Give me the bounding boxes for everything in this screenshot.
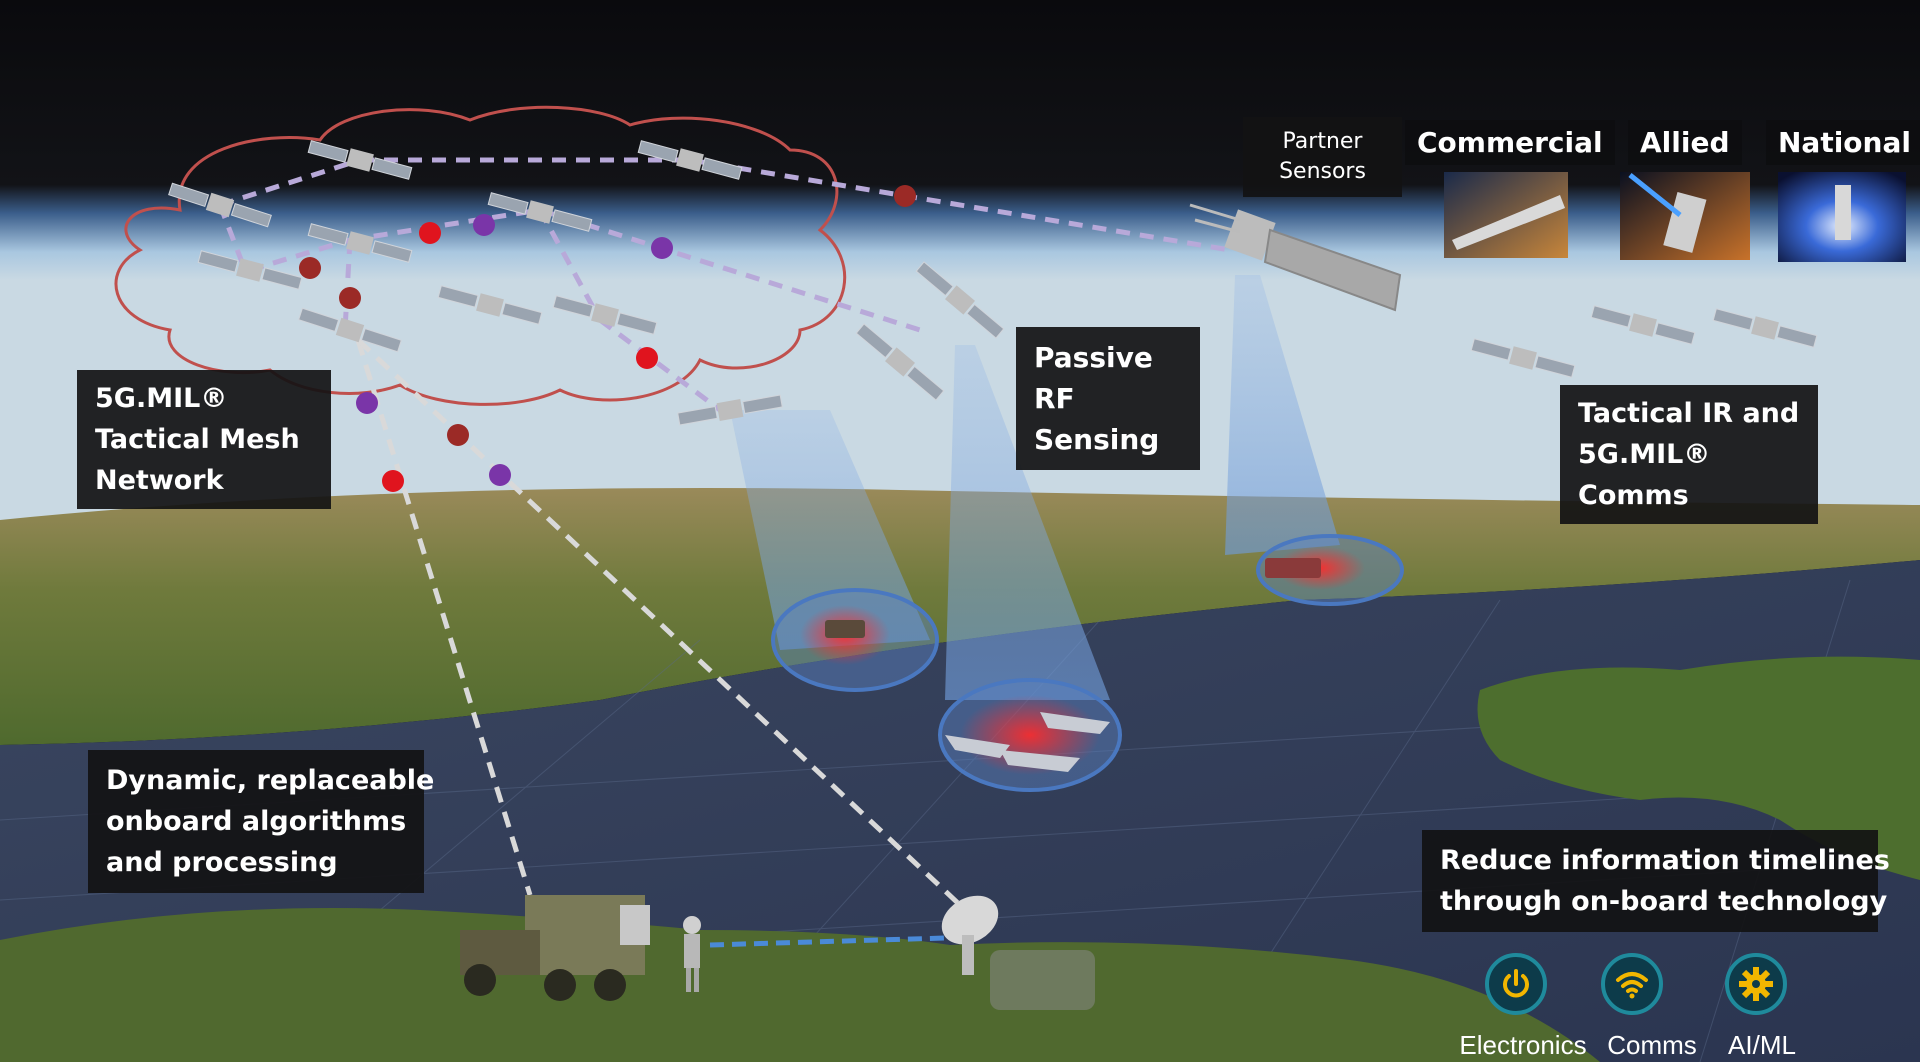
partner-sensors-label: Partner Sensors (1243, 117, 1402, 197)
mesh-network-cloud (114, 105, 847, 406)
mesh-links (217, 157, 1231, 412)
satellite (307, 140, 413, 180)
partner-sensors-line-1: Partner (1282, 129, 1363, 154)
target-vehicle-zone (771, 588, 939, 692)
mesh-network-line-2: Tactical Mesh (95, 424, 300, 455)
coast-bottom (0, 908, 1600, 1062)
satellite (855, 323, 945, 401)
source-label-allied: Allied (1628, 120, 1742, 165)
tactical-ir-line-2: 5G.MIL® (1578, 439, 1711, 470)
satellite-constellation (168, 140, 1818, 426)
satellite (168, 182, 272, 228)
satellite (915, 261, 1005, 339)
partner-sensor-satellite (1189, 203, 1402, 312)
passive-rf-line-2: RF (1034, 382, 1075, 415)
node-dot (356, 392, 378, 414)
power-icon (1485, 953, 1547, 1015)
beam-partner (1225, 275, 1340, 555)
node-dot (894, 185, 916, 207)
dynamic-algorithms-line-2: onboard algorithms (106, 806, 407, 837)
beam-rf (945, 345, 1110, 700)
node-dot (473, 214, 495, 236)
wifi-icon (1601, 953, 1663, 1015)
dynamic-algorithms-label: Dynamic, replaceable onboard algorithms … (88, 750, 435, 893)
gear-icon (1725, 953, 1787, 1015)
reduce-timelines-label: Reduce information timelines through on-… (1422, 830, 1890, 932)
satellite (197, 250, 303, 290)
thumb-allied (1620, 172, 1750, 260)
source-label-commercial: Commercial (1405, 120, 1615, 165)
satellite (487, 192, 593, 232)
satellite (1470, 338, 1576, 378)
mesh-network-line-3: Network (95, 465, 224, 496)
tactical-ir-line-3: Comms (1578, 480, 1689, 511)
reduce-timelines-line-2: through on-board technology (1440, 886, 1888, 917)
ground-dish-station (941, 895, 1095, 1010)
mesh-network-label: 5G.MIL® Tactical Mesh Network (77, 370, 331, 509)
satellite (1590, 305, 1696, 345)
tactical-ir-label: Tactical IR and 5G.MIL® Comms (1560, 385, 1818, 524)
satellite (552, 295, 658, 335)
thumb-national (1778, 172, 1906, 262)
node-dot (636, 347, 658, 369)
passive-rf-line-1: Passive (1034, 341, 1153, 374)
node-dot (382, 470, 404, 492)
node-dot (651, 237, 673, 259)
node-dot (447, 424, 469, 446)
target-truck-zone (1256, 534, 1404, 606)
ground-station-link (709, 935, 946, 948)
capability-label-comms: Comms (1607, 1030, 1697, 1060)
satellite (307, 223, 413, 263)
partner-sensors-line-2: Sensors (1279, 159, 1366, 184)
island-right (1477, 656, 1920, 880)
node-dot (489, 464, 511, 486)
node-dot (299, 257, 321, 279)
reduce-timelines-line-1: Reduce information timelines (1440, 845, 1890, 876)
mesh-nodes (299, 185, 916, 492)
passive-rf-label: Passive RF Sensing (1016, 327, 1200, 470)
source-label-national: National (1766, 120, 1920, 165)
mesh-network-line-1: 5G.MIL® (95, 383, 228, 414)
target-ships-zone (938, 678, 1122, 792)
soldier-figure (683, 916, 701, 992)
satellite (1712, 308, 1818, 348)
satellite (637, 140, 743, 180)
dynamic-algorithms-line-1: Dynamic, replaceable (106, 765, 435, 796)
tactical-ir-line-1: Tactical IR and (1578, 398, 1800, 429)
ground-truck (460, 895, 650, 1001)
beam-passive (730, 410, 930, 650)
thumb-commercial (1444, 172, 1568, 258)
satellite (437, 285, 543, 325)
node-dot (339, 287, 361, 309)
node-dot (419, 222, 441, 244)
satellite (298, 307, 402, 353)
capability-label-aiml: AI/ML (1728, 1030, 1796, 1060)
satellite (677, 394, 783, 426)
dynamic-algorithms-line-3: and processing (106, 847, 338, 878)
passive-rf-line-3: Sensing (1034, 423, 1160, 456)
capability-label-electronics: Electronics (1459, 1030, 1587, 1060)
